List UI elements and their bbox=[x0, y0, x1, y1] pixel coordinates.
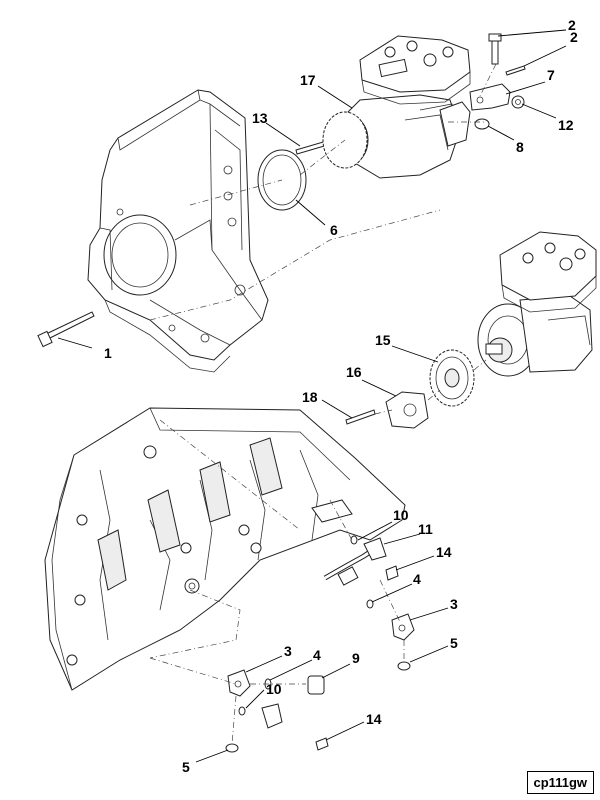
callout-11: 11 bbox=[418, 521, 433, 537]
clamp-14-upper bbox=[385, 565, 399, 581]
assembly-centerlines bbox=[149, 63, 497, 745]
engine-block bbox=[44, 407, 406, 691]
callout-5-upper: 5 bbox=[450, 635, 458, 651]
callout-6: 6 bbox=[330, 222, 338, 238]
bracket-7 bbox=[469, 83, 511, 111]
bolt-2-lower bbox=[505, 65, 526, 76]
callout-5-lower: 5 bbox=[182, 759, 190, 775]
cover-16 bbox=[385, 391, 429, 429]
elbow-fitting-3-upper bbox=[391, 613, 415, 641]
callout-12: 12 bbox=[558, 117, 574, 133]
washer-5-lower bbox=[225, 743, 239, 753]
callout-17: 17 bbox=[300, 72, 316, 88]
gear-housing bbox=[87, 89, 269, 373]
callout-15: 15 bbox=[375, 332, 391, 348]
callout-4-lower: 4 bbox=[313, 647, 321, 663]
gear-15 bbox=[429, 349, 475, 407]
washer-5-upper bbox=[397, 661, 411, 671]
nut-12 bbox=[511, 95, 525, 109]
callout-numbers: 1 2 2 7 12 8 17 13 6 15 16 18 10 11 14 4… bbox=[104, 17, 578, 775]
hose-9 bbox=[271, 675, 325, 742]
figure-code-label: cp111gw bbox=[526, 771, 594, 794]
callout-2-upper: 2 bbox=[568, 17, 576, 33]
callout-8: 8 bbox=[516, 139, 524, 155]
callout-4-upper: 4 bbox=[413, 571, 421, 587]
callout-3-lower: 3 bbox=[284, 643, 292, 659]
bolt-2-upper bbox=[488, 33, 502, 65]
o-ring-4-upper bbox=[366, 599, 374, 609]
callout-14-lower: 14 bbox=[366, 711, 382, 727]
bolt-1 bbox=[37, 311, 95, 348]
callout-2-lower: 2 bbox=[570, 29, 578, 45]
tube-11 bbox=[323, 537, 387, 586]
callout-10-lower: 10 bbox=[266, 681, 282, 697]
callout-1: 1 bbox=[104, 345, 112, 361]
leader-lines bbox=[57, 29, 567, 763]
o-ring-10-upper bbox=[350, 535, 358, 545]
callout-7: 7 bbox=[547, 67, 555, 83]
callout-10-upper: 10 bbox=[393, 507, 409, 523]
callout-3-upper: 3 bbox=[450, 596, 458, 612]
callout-9: 9 bbox=[352, 650, 360, 666]
callout-13: 13 bbox=[252, 110, 268, 126]
callout-18: 18 bbox=[302, 389, 318, 405]
spacer-8 bbox=[474, 118, 490, 130]
callout-14-upper: 14 bbox=[436, 544, 452, 560]
o-ring-10-lower bbox=[238, 706, 246, 716]
elbow-fitting-3-lower bbox=[227, 669, 251, 697]
callout-16: 16 bbox=[346, 364, 362, 380]
clamp-14-lower bbox=[261, 703, 329, 751]
air-compressor-middle bbox=[477, 231, 597, 377]
